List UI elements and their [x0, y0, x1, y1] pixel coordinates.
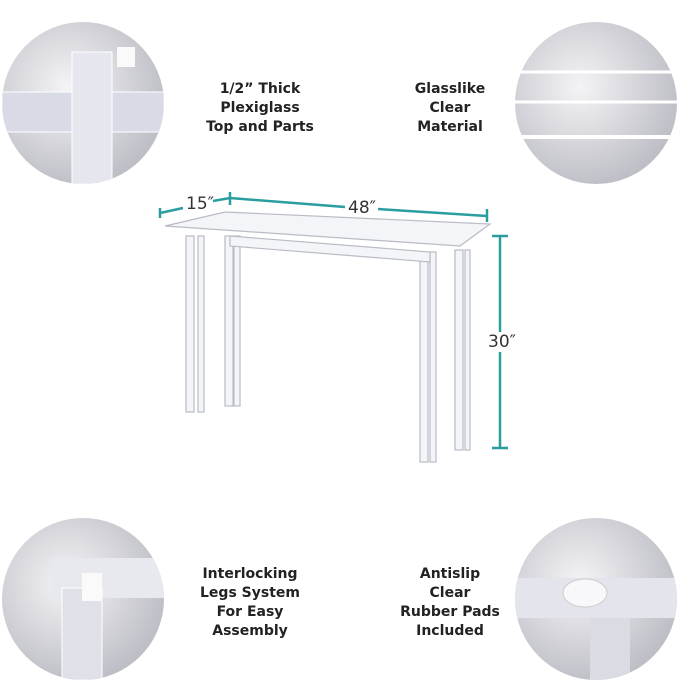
feature-thick-plexiglass: 1/2” Thick Plexiglass Top and Parts [190, 80, 330, 137]
table-outline [164, 211, 492, 463]
feature-line: Glasslike [414, 81, 486, 97]
depth-dimension: 15″ [186, 194, 214, 214]
rubber-pad-graphic [515, 578, 677, 680]
feature-rubber-pads: Antislip Clear Rubber Pads Included [380, 565, 520, 641]
width-dimension: 48″ [348, 198, 376, 218]
leg-joint-graphic [52, 558, 164, 680]
feature-line: Plexiglass [220, 100, 300, 116]
feature-line: Included [416, 623, 484, 639]
feature-line: Rubber Pads [400, 604, 500, 620]
acrylic-block-graphic [2, 47, 164, 184]
clear-layers-graphic [515, 70, 677, 139]
feature-line: Clear [429, 585, 471, 601]
feature-line: Assembly [212, 623, 288, 639]
feature-line: Interlocking [202, 566, 298, 582]
feature-line: Antislip [419, 566, 481, 582]
feature-glasslike: Glasslike Clear Material [380, 80, 520, 137]
detail-photo-interlocking-legs [2, 518, 164, 680]
feature-interlocking-legs: Interlocking Legs System For Easy Assemb… [180, 565, 320, 641]
feature-line: Top and Parts [206, 119, 314, 135]
feature-line: Material [417, 119, 483, 135]
height-dimension: 30″ [488, 332, 516, 352]
feature-line: Legs System [200, 585, 300, 601]
feature-line: For Easy [216, 604, 284, 620]
detail-photo-thick-top [2, 22, 164, 184]
feature-line: Clear [429, 100, 471, 116]
detail-photo-rubber-pads [515, 518, 677, 680]
feature-line: 1/2” Thick [219, 81, 301, 97]
detail-photo-clear-material [515, 22, 677, 184]
